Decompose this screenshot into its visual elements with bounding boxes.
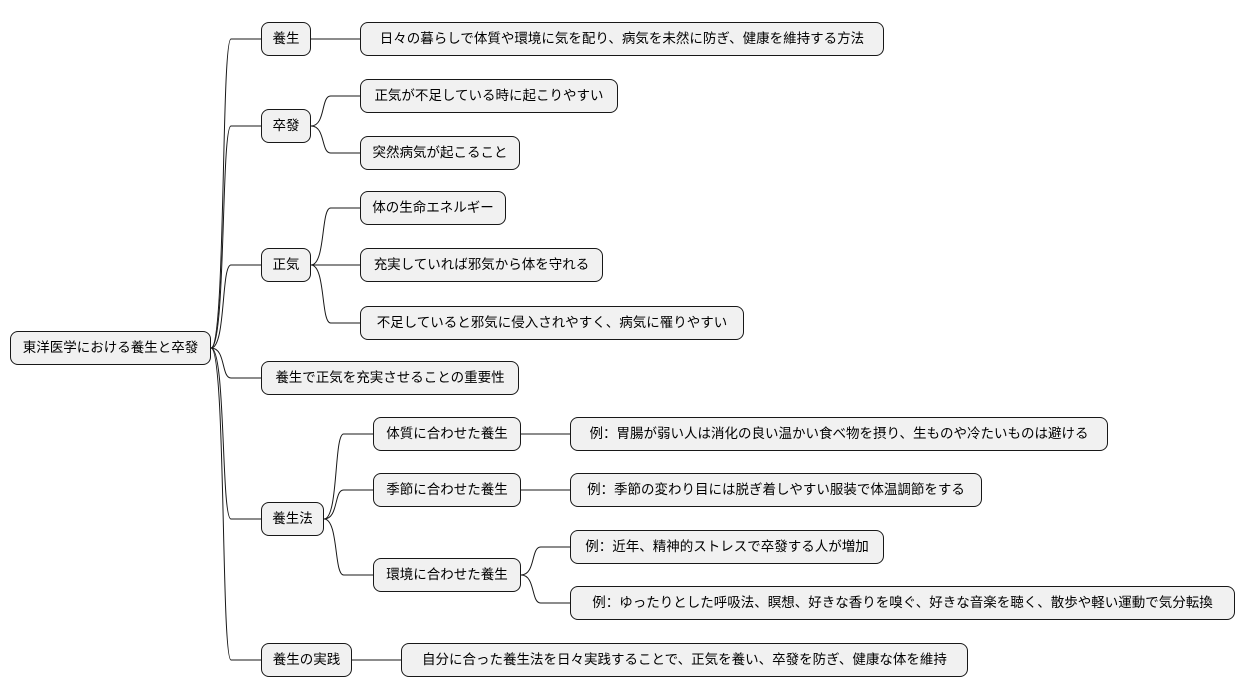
node-sotsuhatsu: 卒發: [261, 109, 311, 143]
node-seiki: 正気: [261, 248, 311, 282]
connector-node-seiki-to-node-seiki-energy: [310, 207, 360, 266]
node-yojo: 養生: [261, 22, 311, 56]
node-seiki-deficient: 不足していると邪気に侵入されやすく、病気に罹りやすい: [360, 306, 744, 340]
node-season-example: 例：季節の変わり目には脱ぎ着しやすい服装で体温調節をする: [570, 473, 982, 507]
node-constitution: 体質に合わせた養生: [373, 417, 521, 451]
connector-node-environment-to-node-environment-example-stress: [520, 546, 570, 576]
connector-node-root-to-node-sotsuhatsu: [210, 125, 261, 349]
connector-node-root-to-node-seiki: [210, 264, 261, 349]
node-importance: 養生で正気を充実させることの重要性: [261, 361, 519, 395]
connector-node-sotsuhatsu-to-node-sotsuhatsu-definition: [310, 125, 360, 154]
node-sotsuhatsu-definition: 突然病気が起こること: [360, 136, 520, 170]
connector-node-root-to-node-yojo: [210, 38, 261, 349]
node-seiki-sufficient: 充実していれば邪気から体を守れる: [360, 248, 603, 282]
connector-node-yojoho-to-node-constitution: [323, 433, 373, 520]
node-environment-example-stress: 例：近年、精神的ストレスで卒發する人が増加: [570, 530, 884, 564]
node-root: 東洋医学における養生と卒發: [10, 331, 211, 365]
connector-node-root-to-node-practice: [210, 347, 261, 661]
node-seiki-energy: 体の生命エネルギー: [360, 191, 506, 225]
node-yojo-definition: 日々の暮らしで体質や環境に気を配り、病気を未然に防ぎ、健康を維持する方法: [360, 22, 884, 56]
connector-node-sotsuhatsu-to-node-sotsuhatsu-cause: [310, 95, 360, 127]
node-yojoho: 養生法: [261, 502, 324, 536]
connector-node-environment-to-node-environment-example-relax: [520, 574, 570, 604]
node-practice: 養生の実践: [261, 643, 352, 677]
connector-node-yojoho-to-node-season: [323, 489, 373, 520]
connector-node-yojoho-to-node-environment: [323, 518, 373, 576]
connector-node-seiki-to-node-seiki-deficient: [310, 264, 360, 324]
node-environment: 環境に合わせた養生: [373, 558, 521, 592]
node-sotsuhatsu-cause: 正気が不足している時に起こりやすい: [360, 79, 618, 113]
node-season: 季節に合わせた養生: [373, 473, 521, 507]
node-environment-example-relax: 例：ゆったりとした呼吸法、瞑想、好きな香りを嗅ぐ、好きな音楽を聴く、散歩や軽い運…: [570, 586, 1235, 620]
connector-node-root-to-node-importance: [210, 347, 261, 379]
connector-node-root-to-node-yojoho: [210, 347, 261, 520]
node-constitution-example: 例：胃腸が弱い人は消化の良い温かい食べ物を摂り、生ものや冷たいものは避ける: [570, 417, 1108, 451]
node-practice-detail: 自分に合った養生法を日々実践することで、正気を養い、卒發を防ぎ、健康な体を維持: [401, 643, 968, 677]
